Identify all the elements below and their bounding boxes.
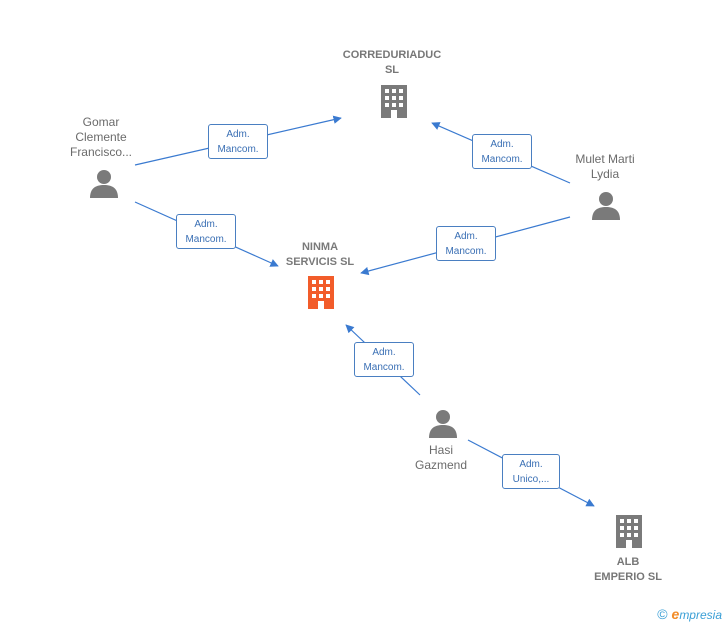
company-building-icon[interactable] xyxy=(378,84,410,120)
edge-label-line1: Adm. xyxy=(490,139,514,150)
edge-label-line2: Mancom. xyxy=(445,246,487,257)
edge-label-line2: Mancom. xyxy=(217,144,259,155)
node-label-mulet[interactable]: Mulet Marti Lydia xyxy=(575,152,635,181)
company-building-primary-icon[interactable] xyxy=(305,275,337,311)
edge-label-line1: Adm. xyxy=(519,459,543,470)
edge-label-line1: Adm. xyxy=(454,231,478,242)
brand-logo-e: e xyxy=(671,606,680,622)
node-label-ninma[interactable]: NINMA SERVICIS SL xyxy=(285,241,355,268)
edge-label[interactable]: Adm. Mancom. xyxy=(354,342,414,377)
edge-label-line2: Mancom. xyxy=(363,362,405,373)
edge-label[interactable]: Adm. Mancom. xyxy=(176,214,236,249)
brand-logo-text: mpresia xyxy=(679,608,722,622)
edge-label-line1: Adm. xyxy=(226,129,250,140)
node-label-hasi[interactable]: Hasi Gazmend xyxy=(414,443,468,472)
person-icon[interactable] xyxy=(89,168,119,198)
copyright-icon: © xyxy=(657,606,668,622)
edge-label-line2: Unico,... xyxy=(512,474,550,485)
brand-footer[interactable]: © empresia xyxy=(657,606,722,622)
edge-label-line1: Adm. xyxy=(194,219,218,230)
edge-label[interactable]: Adm. Mancom. xyxy=(208,124,268,159)
edge-label-line1: Adm. xyxy=(372,347,396,358)
person-icon[interactable] xyxy=(428,408,458,438)
node-label-correduriaduc[interactable]: CORREDURIADUC SL xyxy=(342,49,442,76)
edge-label[interactable]: Adm. Mancom. xyxy=(472,134,532,169)
edge-label[interactable]: Adm. Unico,... xyxy=(502,454,560,489)
node-label-gomar[interactable]: Gomar Clemente Francisco... xyxy=(69,115,132,159)
edge-label-line2: Mancom. xyxy=(481,154,523,165)
company-building-icon[interactable] xyxy=(613,514,645,550)
person-icon[interactable] xyxy=(591,190,621,220)
edge-label-line2: Mancom. xyxy=(185,234,227,245)
edge-label[interactable]: Adm. Mancom. xyxy=(436,226,496,261)
brand-logo: empresia xyxy=(672,606,722,622)
node-label-alb[interactable]: ALB EMPERIO SL xyxy=(594,556,662,583)
